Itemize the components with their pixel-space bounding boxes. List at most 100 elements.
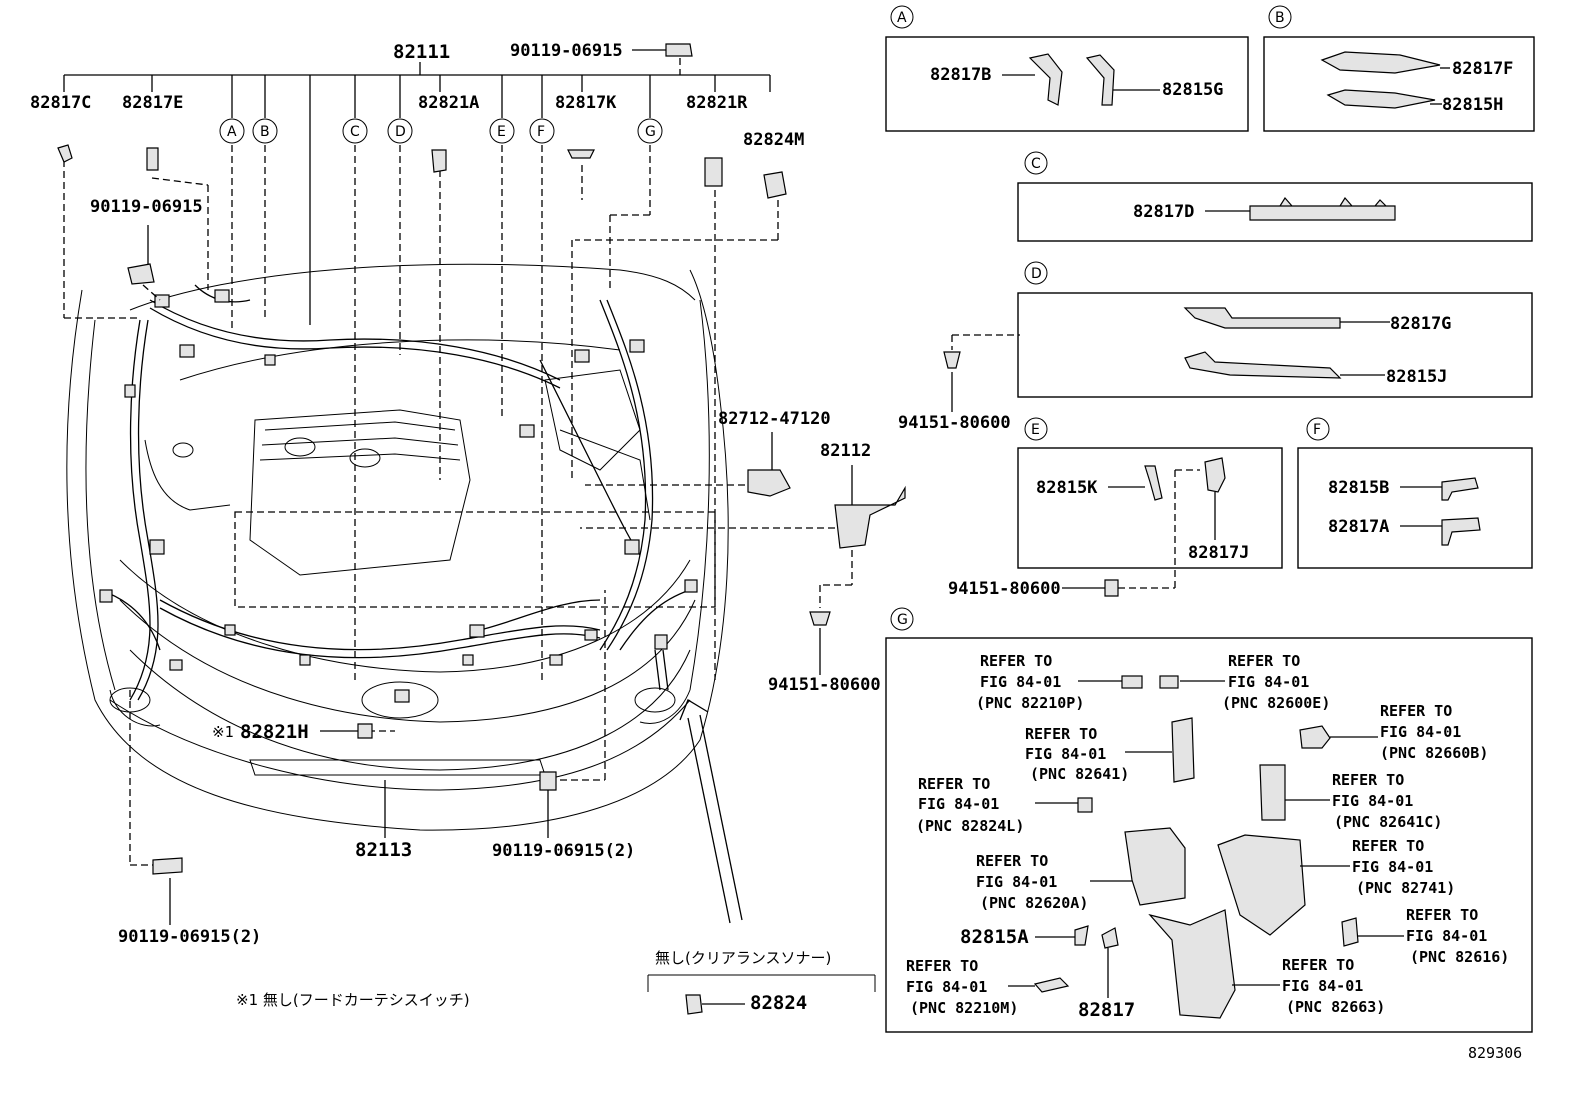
- callout-82821H-mark: ※1: [212, 723, 234, 741]
- callout-82712: 82712-47120: [718, 409, 831, 429]
- callout-clip-d: 94151-80600: [898, 413, 1011, 433]
- callout-82815K: 82815K: [1036, 478, 1098, 498]
- callout-clip-mid: 94151-80600: [768, 675, 881, 695]
- bracket-82815B-icon: [1441, 477, 1479, 501]
- svg-text:FIG 84-01: FIG 84-01: [1406, 927, 1487, 945]
- callout-82817F: 82817F: [1452, 59, 1513, 79]
- sonar-title: 無し(クリアランスソナー): [655, 949, 831, 967]
- callout-82817A: 82817A: [1328, 517, 1389, 537]
- callout-bolt-top: 90119-06915: [510, 41, 623, 61]
- svg-text:REFER TO: REFER TO: [1406, 906, 1478, 924]
- svg-text:E: E: [497, 124, 506, 140]
- main-part-icons: [57, 43, 906, 1015]
- svg-text:REFER TO: REFER TO: [1332, 771, 1404, 789]
- svg-text:REFER TO: REFER TO: [1228, 652, 1300, 670]
- svg-text:REFER TO: REFER TO: [1352, 837, 1424, 855]
- svg-text:REFER TO: REFER TO: [976, 852, 1048, 870]
- svg-text:(PNC 82641C): (PNC 82641C): [1334, 813, 1442, 831]
- svg-text:(PNC 82616): (PNC 82616): [1410, 948, 1509, 966]
- svg-text:FIG 84-01: FIG 84-01: [1282, 977, 1363, 995]
- footnote: ※1 無し(フードカーテシスイッチ): [236, 991, 470, 1009]
- svg-text:REFER TO: REFER TO: [918, 775, 990, 793]
- bracket-82815K-icon: [1144, 465, 1163, 501]
- bracket-82815J-icon: [1184, 351, 1342, 379]
- callout-82817E: 82817E: [122, 93, 183, 113]
- leader-lines: [63, 49, 1176, 925]
- svg-text:FIG 84-01: FIG 84-01: [1025, 745, 1106, 763]
- callout-82821H: 82821H: [240, 721, 309, 743]
- svg-text:A: A: [897, 10, 907, 26]
- bolt-left-icon: [127, 263, 155, 285]
- bracket-82817D-icon: [1249, 196, 1396, 221]
- svg-text:E: E: [1031, 422, 1040, 438]
- bracket-82817J-icon: [1204, 457, 1226, 493]
- panel-c: C 82817D: [1017, 151, 1533, 242]
- svg-text:(PNC 82663): (PNC 82663): [1286, 998, 1385, 1016]
- callout-82821A: 82821A: [418, 93, 479, 113]
- callout-82817G: 82817G: [1390, 314, 1451, 334]
- callout-82111: 82111: [393, 41, 450, 63]
- callout-82817K: 82817K: [555, 93, 617, 113]
- svg-text:FIG 84-01: FIG 84-01: [1228, 673, 1309, 691]
- svg-text:D: D: [1031, 266, 1042, 282]
- svg-text:(PNC 82824L): (PNC 82824L): [916, 817, 1024, 835]
- svg-text:REFER TO: REFER TO: [1025, 725, 1097, 743]
- bracket-82815G-icon: [1085, 54, 1115, 106]
- clip-82817K-icon: [567, 149, 595, 159]
- callout-bolt-left-bottom: 90119-06915(2): [118, 927, 261, 947]
- callout-clip-e: 94151-80600: [948, 579, 1061, 599]
- clip-82821A-icon: [431, 149, 447, 173]
- panel-a: A 82817B 82815G: [885, 5, 1249, 132]
- svg-text:FIG 84-01: FIG 84-01: [918, 795, 999, 813]
- bracket-82817A-icon: [1441, 517, 1481, 546]
- clip-e-icon: [1104, 579, 1119, 597]
- bracket-82815H-icon: [1326, 89, 1436, 109]
- svg-text:F: F: [1313, 422, 1321, 438]
- bracket-82817F-icon: [1320, 51, 1441, 74]
- svg-text:B: B: [260, 124, 270, 140]
- svg-text:(PNC 82660B): (PNC 82660B): [1380, 744, 1488, 762]
- callout-82817J: 82817J: [1188, 543, 1249, 563]
- bracket-82817-icon: [1101, 927, 1119, 949]
- svg-text:REFER TO: REFER TO: [906, 957, 978, 975]
- callout-bolt-left: 90119-06915: [90, 197, 203, 217]
- clip-82817E-icon: [146, 147, 159, 171]
- callout-82824M: 82824M: [743, 130, 804, 150]
- svg-text:FIG 84-01: FIG 84-01: [906, 978, 987, 996]
- svg-text:REFER TO: REFER TO: [980, 652, 1052, 670]
- panel-f: F 82815B 82817A: [1297, 417, 1533, 569]
- callout-82113: 82113: [355, 839, 412, 861]
- bolt-top-icon: [665, 43, 693, 57]
- svg-text:B: B: [1275, 10, 1285, 26]
- svg-text:FIG 84-01: FIG 84-01: [1380, 723, 1461, 741]
- panel-d: D 82817G 82815J: [943, 261, 1533, 398]
- main-callouts: 82111 82817 C 82817E 82821A 82817K 82821R…: [30, 41, 1522, 1062]
- clip-mid-icon: [809, 611, 831, 626]
- svg-text:REFER TO: REFER TO: [1380, 702, 1452, 720]
- callout-82821R: 82821R: [686, 93, 748, 113]
- callout-82815B: 82815B: [1328, 478, 1389, 498]
- bracket-82815A-icon: [1074, 925, 1089, 946]
- panel-e: E 82815K 82817J: [1017, 417, 1283, 597]
- callout-82817: 82817: [1078, 999, 1135, 1021]
- svg-text:C: C: [350, 124, 360, 140]
- clip-82821H-icon: [357, 723, 373, 739]
- callout-82112: 82112: [820, 441, 871, 461]
- svg-text:FIG 84-01: FIG 84-01: [980, 673, 1061, 691]
- callout-82817B: 82817B: [930, 65, 991, 85]
- svg-text:FIG 84-01: FIG 84-01: [1332, 792, 1413, 810]
- sensor-82824-icon: [685, 994, 703, 1015]
- panel-b: B 82817F 82815H: [1263, 5, 1535, 132]
- callout-82815A: 82815A: [960, 926, 1029, 948]
- circle-letters: A B C D E F G: [219, 118, 663, 144]
- svg-text:D: D: [395, 124, 406, 140]
- svg-text:G: G: [645, 124, 656, 140]
- callout-bolt-bottom: 90119-06915(2): [492, 841, 635, 861]
- callout-82824: 82824: [750, 992, 807, 1014]
- panel-g: G REFER TO FIG 84-01 (PNC 82210P) REFER …: [885, 607, 1533, 1033]
- bolt-left-bottom-icon: [152, 857, 183, 875]
- callout-82815H: 82815H: [1442, 95, 1503, 115]
- svg-text:(PNC 82620A): (PNC 82620A): [980, 894, 1088, 912]
- svg-text:(PNC 82210P): (PNC 82210P): [976, 694, 1084, 712]
